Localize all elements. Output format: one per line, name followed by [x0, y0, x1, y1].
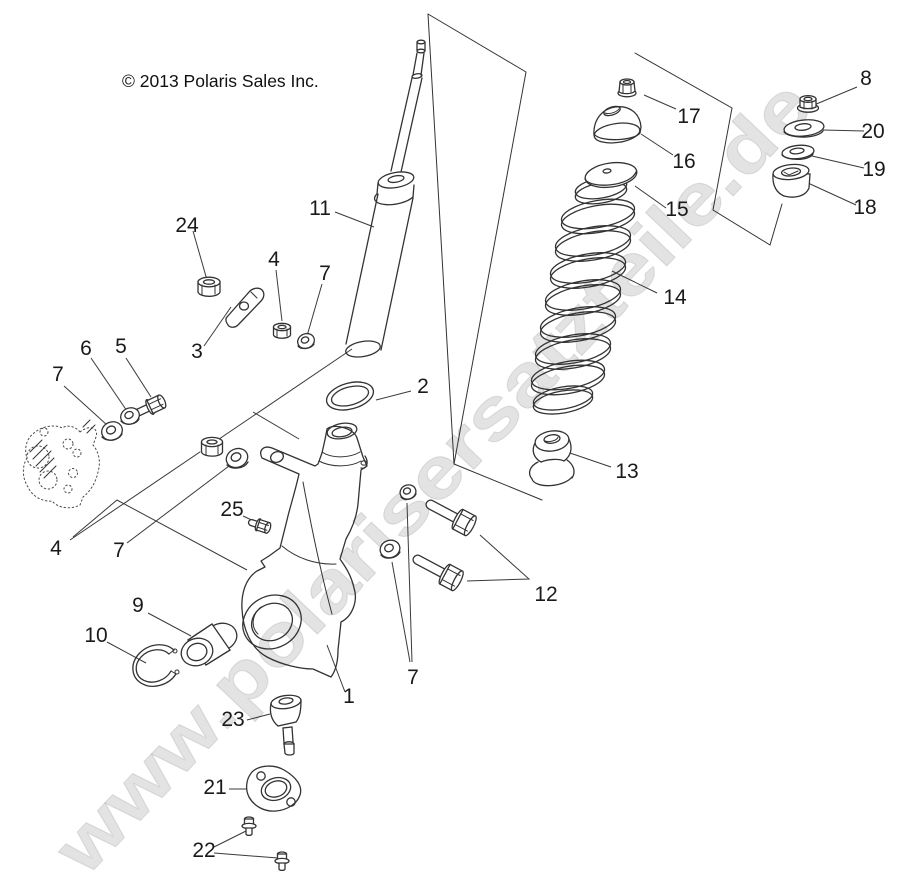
callout-7: 7: [319, 262, 331, 285]
part-14-coil-spring: [530, 176, 636, 415]
callout-14: 14: [663, 286, 687, 309]
callout-2: 2: [417, 375, 429, 398]
part-4-nut-lower: [199, 436, 225, 458]
part-16-dome-washer: [593, 105, 642, 144]
part-7-washer-left: [101, 421, 123, 441]
callout-20: 20: [861, 120, 884, 143]
callout-21: 21: [203, 776, 226, 799]
part-5-bolt: [127, 394, 167, 420]
part-10-snap-ring: [132, 644, 180, 687]
part-25-bolt: [247, 518, 272, 534]
callout-19: 19: [862, 158, 885, 181]
callout-7: 7: [52, 363, 64, 386]
part-19-washer: [781, 144, 815, 161]
assembly-bracket-lines: [427, 13, 783, 501]
part-18-bushing: [772, 163, 811, 198]
callout-16: 16: [672, 150, 695, 173]
part-13-bump-stop: [528, 430, 575, 487]
callout-5: 5: [115, 335, 127, 358]
part-7-washer-strut-lower: [379, 539, 401, 559]
callout-12: 12: [534, 583, 557, 606]
part-3-cable-clamp: [225, 287, 265, 328]
caliper-reference-phantom: [22, 419, 100, 509]
callout-6: 6: [80, 337, 92, 360]
part-2-retaining-ring: [325, 381, 375, 411]
callout-7: 7: [113, 539, 125, 562]
part-9-bearing: [180, 622, 238, 667]
callout-15: 15: [665, 198, 688, 221]
callout-9: 9: [132, 594, 144, 617]
part-12-bolt-2: [412, 554, 464, 592]
part-11-shock-absorber: [345, 39, 426, 358]
callout-7: 7: [407, 666, 419, 689]
part-1-steering-knuckle: [241, 422, 368, 678]
callout-24: 24: [175, 214, 199, 237]
part-17-lock-nut: [617, 78, 637, 98]
callout-1: 1: [343, 685, 355, 708]
part-22-screws: [241, 816, 290, 872]
callout-13: 13: [615, 460, 638, 483]
part-7-washer-upper: [297, 332, 315, 350]
part-21-dust-plate: [245, 765, 302, 812]
callout-11: 11: [309, 197, 331, 220]
copyright-text: © 2013 Polaris Sales Inc.: [122, 71, 319, 91]
part-7-washer-strut-upper: [399, 484, 417, 501]
part-23-ball-joint: [269, 694, 302, 756]
part-4-nut-upper: [272, 322, 292, 339]
part-15-spring-retainer: [584, 161, 638, 189]
callout-17: 17: [677, 105, 700, 128]
part-24-nut: [197, 276, 221, 297]
callout-10: 10: [84, 624, 107, 647]
callout-18: 18: [853, 196, 876, 219]
part-6-washer: [120, 407, 140, 425]
callout-4: 4: [50, 537, 62, 560]
part-20-washer: [783, 119, 825, 138]
part-8-lock-nut: [796, 94, 820, 113]
part-12-bolt-1: [425, 499, 477, 537]
part-7-washer-lower: [224, 447, 250, 469]
callout-22: 22: [192, 839, 215, 862]
callout-23: 23: [221, 708, 244, 731]
callout-8: 8: [860, 67, 872, 90]
callout-25: 25: [220, 498, 243, 521]
callout-3: 3: [191, 340, 203, 363]
callout-4: 4: [268, 248, 280, 271]
